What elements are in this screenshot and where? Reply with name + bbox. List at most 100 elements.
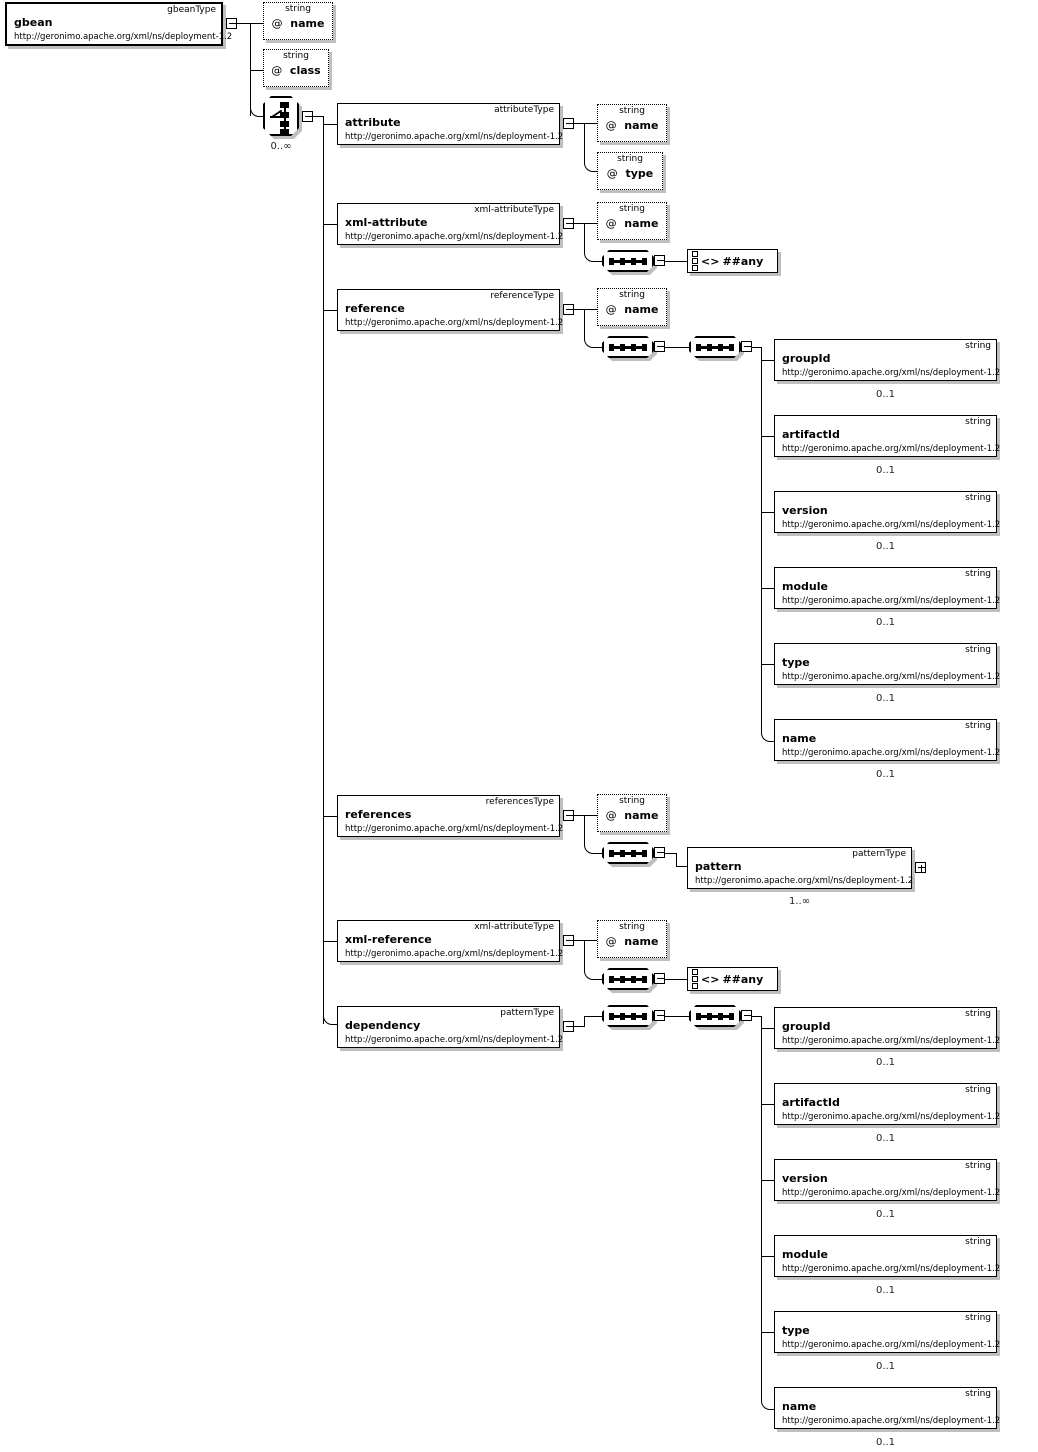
expander-xml-reference[interactable] xyxy=(563,935,574,946)
connector xyxy=(584,815,585,843)
expander-sequence-dependency-inner[interactable] xyxy=(741,1010,752,1021)
connector xyxy=(594,261,602,262)
cardinality-type: 0..1 xyxy=(875,693,896,704)
cardinality-artifactId: 0..1 xyxy=(875,465,896,476)
expander-references[interactable] xyxy=(563,810,574,821)
attribute-box-class[interactable]: string @ class xyxy=(263,49,329,87)
attribute-box-reference-name[interactable]: string @ name xyxy=(597,288,667,326)
element-box-xml-attribute[interactable]: xml-attributeType xml-attribute http://g… xyxy=(337,203,564,245)
sequence-icon-xml-reference[interactable] xyxy=(602,968,654,990)
attribute-box-xml-attribute-name[interactable]: string @ name xyxy=(597,202,667,240)
element-box-reference[interactable]: referenceType reference http://geronimo.… xyxy=(337,289,563,331)
sequence-icon-dependency-inner[interactable] xyxy=(689,1005,741,1027)
connector xyxy=(761,1016,762,1400)
attribute-type-label: string xyxy=(619,796,645,806)
sequence-icon-reference-inner[interactable] xyxy=(689,336,741,358)
element-box-artifactId[interactable]: string artifactId http://geronimo.apache… xyxy=(774,1083,1000,1125)
connector xyxy=(584,940,585,969)
attribute-name-label: name xyxy=(624,303,659,316)
connector xyxy=(313,116,324,117)
expander-choice[interactable] xyxy=(302,111,313,122)
element-box-pattern[interactable]: patternType pattern http://geronimo.apac… xyxy=(687,847,913,889)
connector xyxy=(323,124,337,125)
element-name-label: gbean xyxy=(14,16,53,29)
element-box-groupId[interactable]: string groupId http://geronimo.apache.or… xyxy=(774,1007,1000,1049)
element-box-version[interactable]: string version http://geronimo.apache.or… xyxy=(774,1159,1000,1201)
element-box-xml-reference[interactable]: xml-attributeType xml-reference http://g… xyxy=(337,920,563,962)
attribute-type-label: string xyxy=(619,922,645,932)
attribute-type-label: string xyxy=(619,106,645,116)
attribute-box-xml-reference-name[interactable]: string @ name xyxy=(597,920,667,958)
element-name-label: type xyxy=(782,1324,810,1337)
attribute-name-row: @ type xyxy=(598,167,662,180)
element-box-module[interactable]: string module http://geronimo.apache.org… xyxy=(774,1235,1000,1277)
element-type-label: string xyxy=(965,1085,991,1095)
connector xyxy=(323,310,337,311)
attribute-name-row: @ name xyxy=(598,935,666,948)
element-namespace-label: http://geronimo.apache.org/xml/ns/deploy… xyxy=(345,1035,564,1045)
element-box-gbean[interactable]: gbeanType gbean http://geronimo.apache.o… xyxy=(5,2,232,46)
element-namespace-label: http://geronimo.apache.org/xml/ns/deploy… xyxy=(782,1416,1001,1426)
element-type-label: string xyxy=(965,341,991,351)
element-namespace-label: http://geronimo.apache.org/xml/ns/deploy… xyxy=(782,596,1001,606)
sequence-icon-references[interactable] xyxy=(602,842,654,864)
expander-sequence-xml-attribute[interactable] xyxy=(654,255,665,266)
any-box-xml-reference[interactable]: <> ##any xyxy=(687,967,778,991)
element-type-label: referencesType xyxy=(485,797,554,807)
connector-elbow xyxy=(761,731,772,742)
connector xyxy=(323,941,337,942)
sequence-icon-reference-outer[interactable] xyxy=(602,336,654,358)
element-box-groupId[interactable]: string groupId http://geronimo.apache.or… xyxy=(774,339,1001,381)
attribute-box-name[interactable]: string @ name xyxy=(263,2,333,40)
at-icon: @ xyxy=(606,167,618,180)
attribute-name-label: class xyxy=(289,64,321,77)
connector xyxy=(594,853,602,854)
attribute-box-references-name[interactable]: string @ name xyxy=(597,794,667,832)
at-icon: @ xyxy=(271,17,283,30)
expander-sequence-references[interactable] xyxy=(654,847,665,858)
element-box-type[interactable]: string type http://geronimo.apache.org/x… xyxy=(774,1311,1000,1353)
expander-attribute[interactable] xyxy=(563,118,574,129)
element-box-name[interactable]: string name http://geronimo.apache.org/x… xyxy=(774,1387,1001,1429)
expander-dependency[interactable] xyxy=(563,1021,574,1032)
connector xyxy=(584,940,597,941)
sequence-icon-xml-attribute[interactable] xyxy=(602,250,654,272)
element-box-attribute[interactable]: attributeType attribute http://geronimo.… xyxy=(337,103,563,145)
element-box-module[interactable]: string module http://geronimo.apache.org… xyxy=(774,567,1001,609)
any-label: ##any xyxy=(722,254,764,268)
cardinality-name: 0..1 xyxy=(875,1437,896,1448)
element-box-references[interactable]: referencesType references http://geronim… xyxy=(337,795,563,837)
element-box-type[interactable]: string type http://geronimo.apache.org/x… xyxy=(774,643,1001,685)
at-icon: @ xyxy=(605,935,617,948)
at-icon: @ xyxy=(605,217,617,230)
expander-reference[interactable] xyxy=(563,304,574,315)
any-box-xml-attribute[interactable]: <> ##any xyxy=(687,249,778,273)
expander-sequence-reference-outer[interactable] xyxy=(654,341,665,352)
element-type-label: string xyxy=(965,569,991,579)
expander-sequence-reference-inner[interactable] xyxy=(741,341,752,352)
element-namespace-label: http://geronimo.apache.org/xml/ns/deploy… xyxy=(782,672,1001,682)
angle-brackets-icon: <> xyxy=(701,972,720,986)
cardinality-version: 0..1 xyxy=(875,541,896,552)
expander-sequence-xml-reference[interactable] xyxy=(654,973,665,984)
expander-xml-attribute[interactable] xyxy=(563,218,574,229)
element-name-label: module xyxy=(782,580,828,593)
element-namespace-label: http://geronimo.apache.org/xml/ns/deploy… xyxy=(782,368,1001,378)
choice-icon[interactable] xyxy=(263,96,299,136)
expander-gbean[interactable] xyxy=(226,18,237,29)
attribute-name-row: @ class xyxy=(264,64,328,77)
attribute-type-label: string xyxy=(285,4,311,14)
connector xyxy=(676,853,677,867)
element-box-version[interactable]: string version http://geronimo.apache.or… xyxy=(774,491,1000,533)
attribute-name-row: @ name xyxy=(598,809,666,822)
connector xyxy=(584,309,585,337)
element-box-name[interactable]: string name http://geronimo.apache.org/x… xyxy=(774,719,1000,761)
attribute-box-attribute-name[interactable]: string @ name xyxy=(597,104,667,142)
expander-pattern[interactable] xyxy=(915,862,926,873)
expander-sequence-dependency-outer[interactable] xyxy=(654,1010,665,1021)
element-box-dependency[interactable]: patternType dependency http://geronimo.a… xyxy=(337,1006,564,1048)
attribute-box-attribute-type[interactable]: string @ type xyxy=(597,152,663,190)
element-namespace-label: http://geronimo.apache.org/xml/ns/deploy… xyxy=(345,232,564,242)
element-box-artifactId[interactable]: string artifactId http://geronimo.apache… xyxy=(774,415,1000,457)
sequence-icon-dependency-outer[interactable] xyxy=(602,1005,654,1027)
